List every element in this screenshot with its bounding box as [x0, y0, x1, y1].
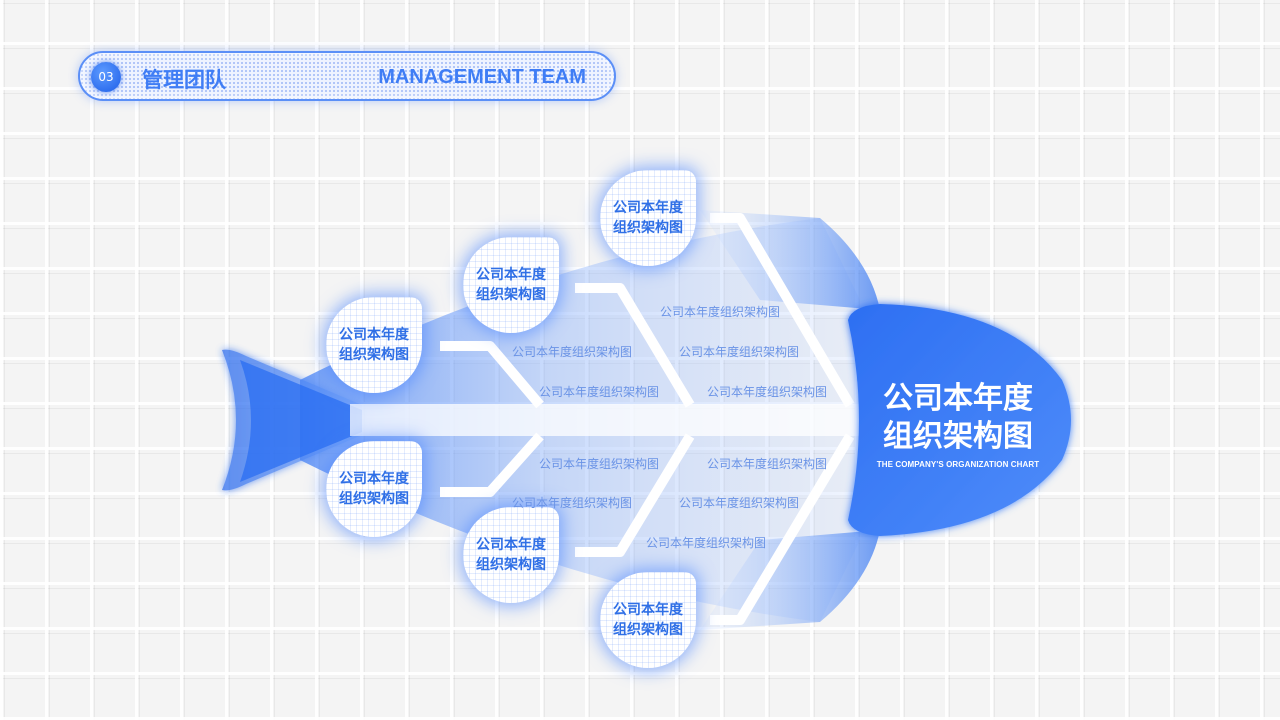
bone-lower-3 — [710, 433, 855, 625]
node-line2: 组织架构图 — [339, 491, 409, 507]
node-line1: 公司本年度 — [613, 602, 683, 618]
node-line1: 公司本年度 — [476, 267, 546, 283]
bone-label: 公司本年度组织架构图 — [679, 345, 800, 359]
node-line1: 公司本年度 — [613, 200, 683, 216]
section-title-en: MANAGEMENT TEAM — [378, 66, 586, 88]
bone-lower-1 — [440, 432, 544, 497]
spine — [350, 404, 870, 436]
node-upper-3: 公司本年度组织架构图 — [600, 170, 696, 266]
bone-label: 公司本年度组织架构图 — [512, 345, 633, 359]
bone-label: 公司本年度组织架构图 — [707, 385, 828, 399]
bone-upper-2 — [575, 283, 695, 408]
section-title-cn: 管理团队 — [142, 68, 226, 92]
bone-label: 公司本年度组织架构图 — [660, 305, 781, 319]
head-text: 公司本年度 组织架构图 THE COMPANY'S ORGANIZATION C… — [868, 380, 1048, 469]
fish-tail-inner — [240, 360, 362, 482]
node-line2: 组织架构图 — [613, 220, 683, 236]
node-lower-1: 公司本年度组织架构图 — [326, 441, 422, 537]
bone-upper-3 — [710, 213, 855, 408]
node-lower-2: 公司本年度组织架构图 — [463, 507, 559, 603]
node-upper-2: 公司本年度组织架构图 — [463, 237, 559, 333]
bone-label: 公司本年度组织架构图 — [646, 536, 767, 550]
bone-label: 公司本年度组织架构图 — [539, 457, 660, 471]
node-line2: 组织架构图 — [613, 622, 683, 638]
bone-label: 公司本年度组织架构图 — [679, 496, 800, 510]
fish-head — [848, 304, 1071, 536]
node-line2: 组织架构图 — [476, 287, 546, 303]
head-title-line2: 组织架构图 — [883, 419, 1033, 454]
head-title-line1: 公司本年度 — [883, 381, 1033, 416]
node-line2: 组织架构图 — [339, 347, 409, 363]
bone-label: 公司本年度组织架构图 — [539, 385, 660, 399]
node-lower-3: 公司本年度组织架构图 — [600, 572, 696, 668]
node-line1: 公司本年度 — [476, 537, 546, 553]
node-line1: 公司本年度 — [339, 471, 409, 487]
node-line1: 公司本年度 — [339, 327, 409, 343]
head-subtitle: THE COMPANY'S ORGANIZATION CHART — [876, 460, 1040, 469]
bone-upper-1 — [440, 341, 544, 409]
section-number-badge: 03 — [91, 62, 121, 92]
bone-lower-2 — [575, 433, 695, 557]
node-line2: 组织架构图 — [476, 557, 546, 573]
bone-label: 公司本年度组织架构图 — [512, 496, 633, 510]
section-header: 03 管理团队 MANAGEMENT TEAM — [78, 51, 616, 101]
bone-label: 公司本年度组织架构图 — [707, 457, 828, 471]
node-upper-1: 公司本年度组织架构图 — [326, 297, 422, 393]
